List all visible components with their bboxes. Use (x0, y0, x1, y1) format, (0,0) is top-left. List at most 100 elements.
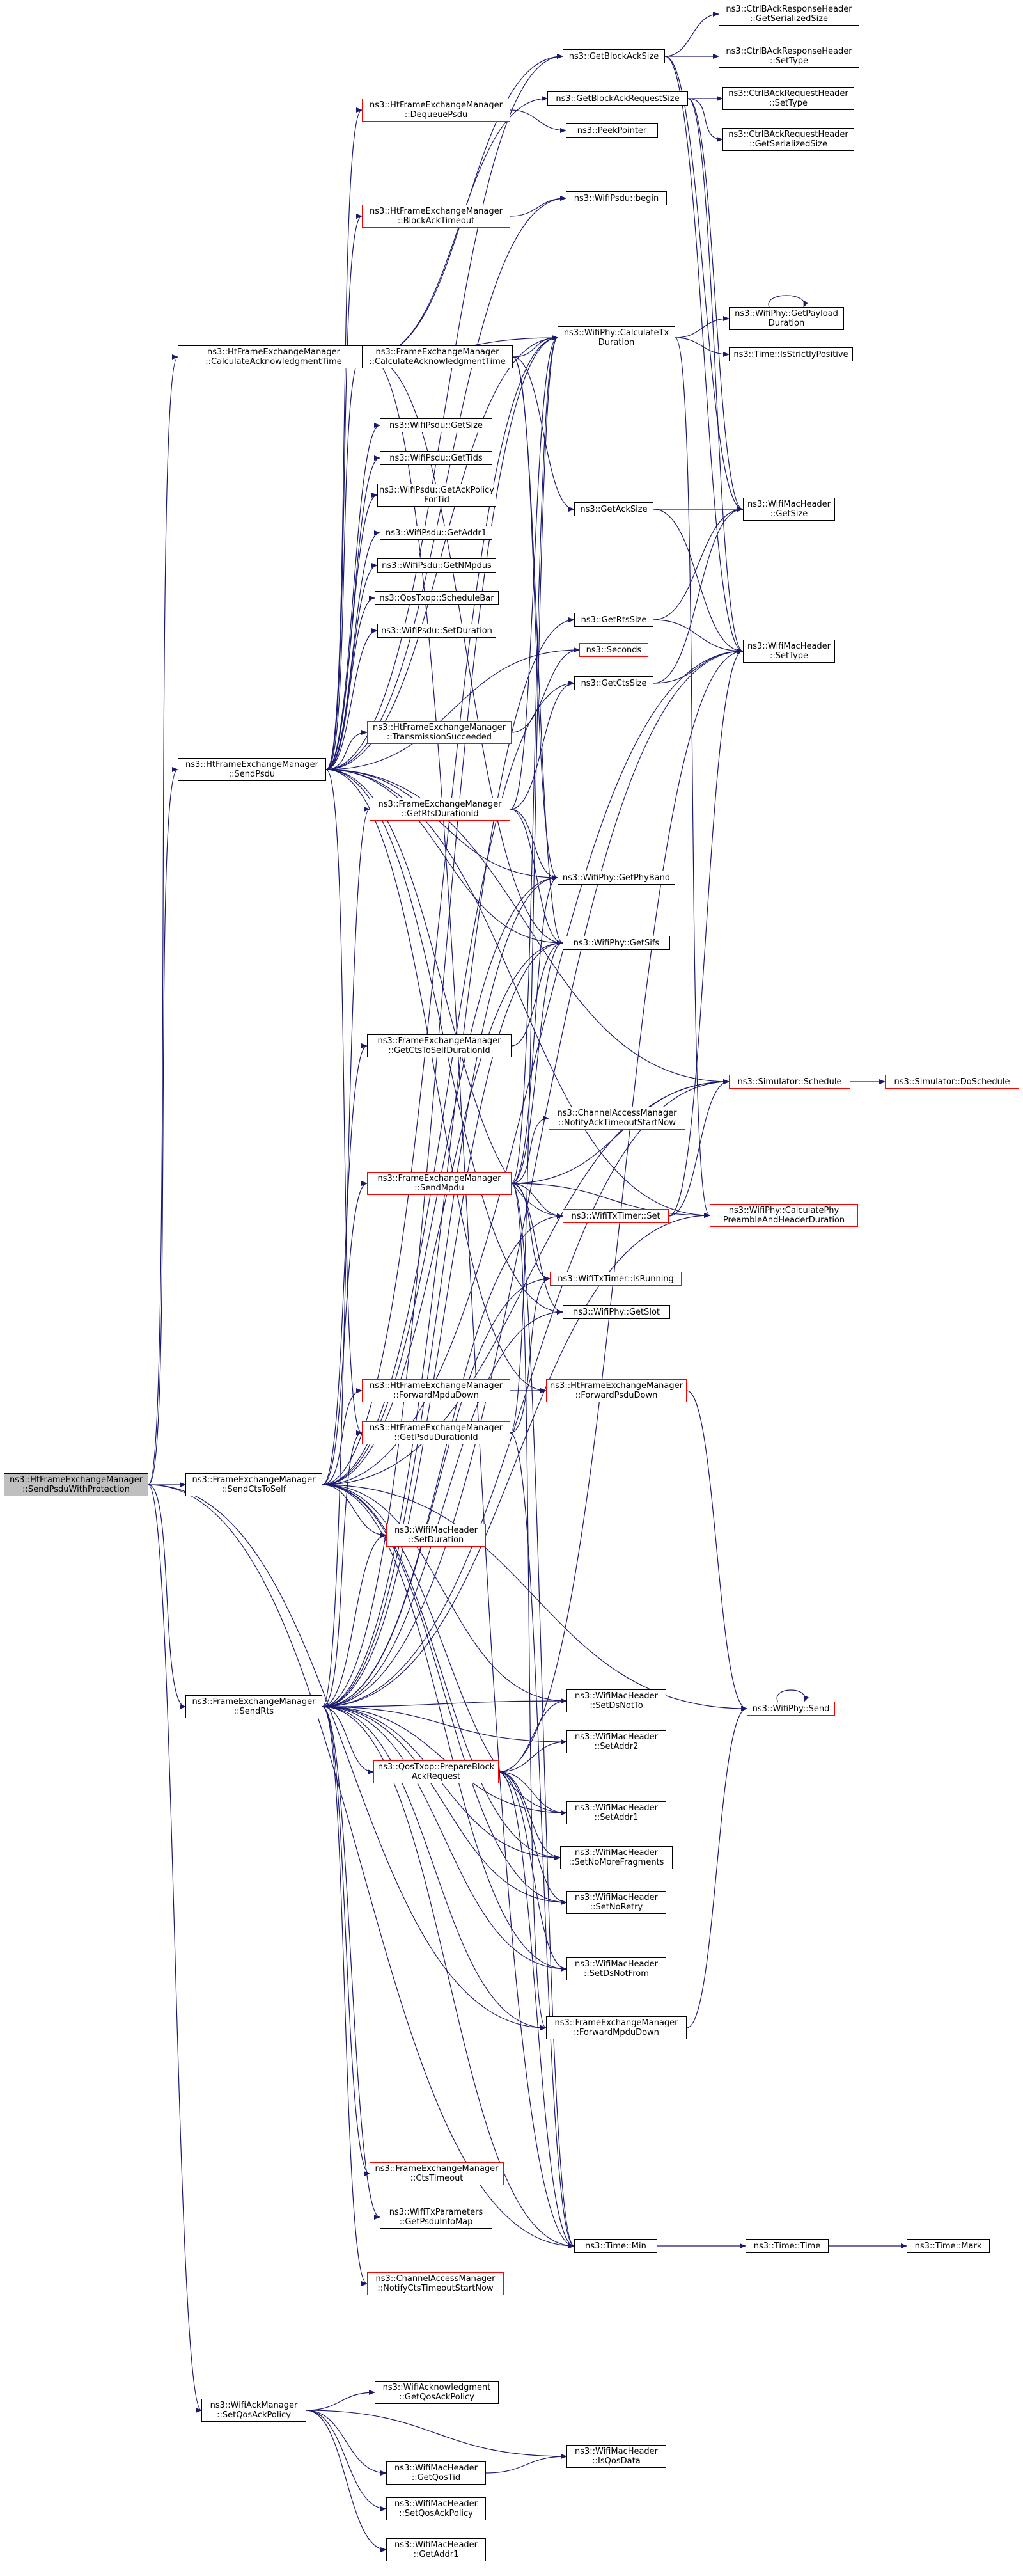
node-ctrl-back-response-set-type[interactable]: ns3::CtrlBAckResponseHeader ::SetType (719, 45, 859, 68)
node-ack-get-qos-ack-policy[interactable]: ns3::WifiAcknowledgment ::GetQosAckPolic… (375, 2381, 499, 2404)
node-qostxop-prepare-block-ack-request[interactable]: ns3::QosTxop::PrepareBlock AckRequest (373, 1760, 499, 1783)
edge-ht_calc_ack_time-to-time_min (369, 356, 575, 2248)
node-machdr-set-no-more-fragments[interactable]: ns3::WifiMacHeader ::SetNoMoreFragments (560, 1846, 673, 1869)
edge-qostxop_prepare_bar-to-machdr_set_ds_not_from (498, 1771, 567, 1972)
node-ht-forward-psdu-down[interactable]: ns3::HtFrameExchangeManager ::ForwardPsd… (546, 1379, 687, 1402)
edge-fem_send_cts_to_self-to-fem_send_mpdu (322, 1181, 368, 1485)
edge-ht_forward_psdu_down-to-phy_send (686, 1390, 747, 1711)
node-machdr-set-qos-ack-policy[interactable]: ns3::WifiMacHeader ::SetQosAckPolicy (386, 2497, 486, 2520)
edge-fem_send_cts_to_self-to-machdr_set_ds_not_from (322, 1484, 567, 1972)
node-ht-calculate-acknowledgment-time[interactable]: ns3::HtFrameExchangeManager ::CalculateA… (178, 345, 370, 368)
node-qostxop-schedule-bar[interactable]: ns3::QosTxop::ScheduleBar (375, 591, 499, 605)
node-ht-forward-mpdu-down[interactable]: ns3::HtFrameExchangeManager ::ForwardMpd… (362, 1379, 510, 1402)
node-ht-transmission-succeeded[interactable]: ns3::HtFrameExchangeManager ::Transmissi… (367, 721, 512, 744)
node-fem-send-rts[interactable]: ns3::FrameExchangeManager ::SendRts (185, 1695, 322, 1718)
edge-ht_calc_ack_time-to-phy_get_sifs (369, 356, 563, 945)
node-peek-pointer[interactable]: ns3::PeekPointer (566, 123, 658, 138)
node-psdu-get-addr1[interactable]: ns3::WifiPsdu::GetAddr1 (380, 526, 492, 540)
node-fem-send-cts-to-self[interactable]: ns3::FrameExchangeManager ::SendCtsToSel… (185, 1473, 322, 1496)
edge-root-to-fem_forward_mpdu_down (148, 1484, 547, 2030)
node-machdr-set-type[interactable]: ns3::WifiMacHeader ::SetType (743, 640, 835, 663)
node-get-ack-size[interactable]: ns3::GetAckSize (574, 502, 653, 516)
edge-fem_calc_ack_time-to-get_ack_size (512, 356, 575, 512)
node-time-is-strictly-positive[interactable]: ns3::Time::IsStrictlyPositive (729, 347, 853, 361)
node-send-psdu-with-protection[interactable]: ns3::HtFrameExchangeManager ::SendPsduWi… (4, 1473, 148, 1496)
node-ht-dequeue-psdu[interactable]: ns3::HtFrameExchangeManager ::DequeuePsd… (362, 99, 510, 122)
edge-qostxop_prepare_bar-to-time_min (498, 1771, 575, 2248)
edge-root-to-time_min (148, 1484, 575, 2248)
node-machdr-get-size[interactable]: ns3::WifiMacHeader ::GetSize (743, 498, 835, 521)
node-machdr-get-qos-tid[interactable]: ns3::WifiMacHeader ::GetQosTid (386, 2461, 486, 2485)
node-fem-forward-mpdu-down[interactable]: ns3::FrameExchangeManager ::ForwardMpduD… (546, 2016, 687, 2039)
node-txparams-get-psdu-info-map[interactable]: ns3::WifiTxParameters ::GetPsduInfoMap (380, 2206, 492, 2229)
node-fem-get-rts-duration-id[interactable]: ns3::FrameExchangeManager ::GetRtsDurati… (370, 798, 510, 821)
edge-fem_send_mpdu-to-phy_get_slot (511, 1183, 563, 1315)
node-wifitxtimer-is-running[interactable]: ns3::WifiTxTimer::IsRunning (550, 1272, 682, 1286)
node-machdr-get-addr1[interactable]: ns3::WifiMacHeader ::GetAddr1 (386, 2538, 486, 2561)
node-simulator-do-schedule[interactable]: ns3::Simulator::DoSchedule (885, 1075, 1019, 1089)
edge-get_block_ack_request_size-to-ctrl_bar_req_get_size (687, 98, 723, 142)
edge-fem_send_rts-to-fem_cts_timeout (322, 1706, 370, 2176)
node-machdr-set-addr2[interactable]: ns3::WifiMacHeader ::SetAddr2 (566, 1730, 666, 1753)
node-fem-cts-timeout[interactable]: ns3::FrameExchangeManager ::CtsTimeout (370, 2162, 504, 2185)
node-time-time[interactable]: ns3::Time::Time (746, 2239, 829, 2253)
node-psdu-get-size[interactable]: ns3::WifiPsdu::GetSize (380, 418, 492, 432)
node-wifipsdu-begin[interactable]: ns3::WifiPsdu::begin (566, 191, 667, 205)
node-machdr-is-qos-data[interactable]: ns3::WifiMacHeader ::IsQosData (566, 2445, 666, 2468)
node-machdr-set-no-retry[interactable]: ns3::WifiMacHeader ::SetNoRetry (566, 1891, 666, 1914)
node-fem-send-mpdu[interactable]: ns3::FrameExchangeManager ::SendMpdu (367, 1172, 512, 1195)
node-get-block-ack-request-size[interactable]: ns3::GetBlockAckRequestSize (547, 91, 688, 106)
node-psdu-get-ack-policy-for-tid[interactable]: ns3::WifiPsdu::GetAckPolicy ForTid (377, 484, 496, 507)
node-time-mark[interactable]: ns3::Time::Mark (907, 2239, 990, 2253)
edge-machdr_get_qos_tid-to-machdr_is_qos_data (485, 2454, 567, 2474)
edge-phy_calc_tx_duration-to-time_is_strictly_positive (675, 337, 730, 357)
node-machdr-set-duration[interactable]: ns3::WifiMacHeader ::SetDuration (386, 1524, 486, 1547)
node-phy-send[interactable]: ns3::WifiPhy::Send (747, 1702, 835, 1716)
edge-ht_send_psdu-to-ht_forward_psdu_down (325, 769, 547, 1393)
edge-fem_send_mpdu-to-wifitxtimer_set (511, 1183, 563, 1219)
node-seconds[interactable]: ns3::Seconds (579, 643, 648, 657)
node-phy-get-sifs[interactable]: ns3::WifiPhy::GetSifs (563, 936, 670, 950)
edge-fem_send_mpdu-to-phy_get_sifs (511, 940, 563, 1184)
node-fem-get-cts-to-self-duration-id[interactable]: ns3::FrameExchangeManager ::GetCtsToSelf… (367, 1034, 512, 1057)
node-ht-block-ack-timeout[interactable]: ns3::HtFrameExchangeManager ::BlockAckTi… (362, 205, 510, 228)
node-phy-get-payload-duration[interactable]: ns3::WifiPhy::GetPayload Duration (729, 307, 844, 330)
node-ack-manager-set-qos-ack-policy[interactable]: ns3::WifiAckManager ::SetQosAckPolicy (201, 2399, 306, 2422)
edge-get_cts_size-to-machdr_get_size (653, 507, 744, 684)
node-get-cts-size[interactable]: ns3::GetCtsSize (574, 676, 653, 690)
node-phy-calculate-tx-duration[interactable]: ns3::WifiPhy::CalculateTx Duration (558, 326, 675, 349)
edge-fem_send_cts_to_self-to-phy_send (322, 1484, 747, 1711)
edge-fem_send_rts-to-fem_forward_mpdu_down (322, 1706, 547, 2030)
node-fem-calculate-acknowledgment-time[interactable]: ns3::FrameExchangeManager ::CalculateAck… (362, 345, 513, 368)
node-ht-send-psdu[interactable]: ns3::HtFrameExchangeManager ::SendPsdu (178, 758, 326, 781)
node-psdu-set-duration[interactable]: ns3::WifiPsdu::SetDuration (377, 624, 496, 638)
node-machdr-set-ds-not-to[interactable]: ns3::WifiMacHeader ::SetDsNotTo (566, 1689, 666, 1712)
node-ht-get-psdu-duration-id[interactable]: ns3::HtFrameExchangeManager ::GetPsduDur… (362, 1421, 510, 1444)
node-phy-get-phy-band[interactable]: ns3::WifiPhy::GetPhyBand (558, 871, 675, 885)
node-ctrl-back-request-get-serialized-size[interactable]: ns3::CtrlBAckRequestHeader ::GetSerializ… (722, 128, 854, 151)
edge-get_block_ack_size-to-machdr_get_size (664, 56, 744, 512)
node-phy-calculate-preamble-and-header-duration[interactable]: ns3::WifiPhy::CalculatePhy PreambleAndHe… (710, 1204, 858, 1227)
node-psdu-get-nmpdus[interactable]: ns3::WifiPsdu::GetNMpdus (377, 558, 496, 573)
node-machdr-set-ds-not-from[interactable]: ns3::WifiMacHeader ::SetDsNotFrom (566, 1957, 666, 1980)
node-psdu-get-tids[interactable]: ns3::WifiPsdu::GetTids (380, 451, 492, 465)
edge-root-to-ht_send_psdu (148, 767, 178, 1485)
node-ctrl-back-request-set-type[interactable]: ns3::CtrlBAckRequestHeader ::SetType (722, 87, 854, 110)
node-wifitxtimer-set[interactable]: ns3::WifiTxTimer::Set (563, 1209, 669, 1223)
node-get-rts-size[interactable]: ns3::GetRtsSize (574, 613, 653, 627)
node-machdr-set-addr1[interactable]: ns3::WifiMacHeader ::SetAddr1 (566, 1801, 666, 1824)
node-phy-get-slot[interactable]: ns3::WifiPhy::GetSlot (563, 1305, 670, 1319)
node-get-block-ack-size[interactable]: ns3::GetBlockAckSize (563, 49, 665, 63)
edge-fem_calc_ack_time-to-phy_get_phy_band (512, 356, 558, 880)
edge-fem_send_cts_to_self-to-machdr_set_no_more_frag (322, 1484, 561, 1860)
node-ctrl-back-response-get-serialized-size[interactable]: ns3::CtrlBAckResponseHeader ::GetSeriali… (719, 3, 859, 26)
node-cam-notify-ack-timeout-start-now[interactable]: ns3::ChannelAccessManager ::NotifyAckTim… (549, 1107, 685, 1130)
node-cam-notify-cts-timeout-start-now[interactable]: ns3::ChannelAccessManager ::NotifyCtsTim… (367, 2272, 504, 2295)
edge-ht_send_psdu-to-get_block_ack_size (325, 54, 563, 770)
node-simulator-schedule[interactable]: ns3::Simulator::Schedule (729, 1075, 850, 1089)
edge-ack_mgr_set_qos_ack-to-machdr_is_qos_data (306, 2410, 567, 2459)
edge-fem_calc_ack_time-to-phy_get_sifs (512, 356, 563, 945)
node-time-min[interactable]: ns3::Time::Min (574, 2239, 657, 2253)
edge-ht_send_psdu-to-seconds (325, 647, 580, 770)
